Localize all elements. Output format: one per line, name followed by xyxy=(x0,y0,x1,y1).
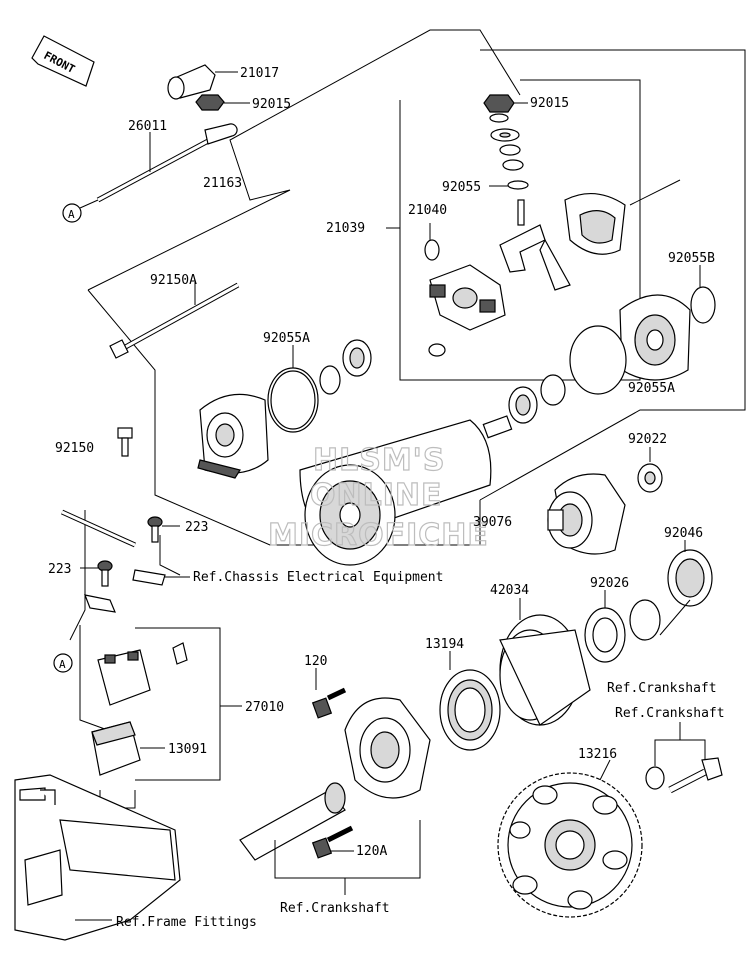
callout-a-bottom: A xyxy=(53,653,73,673)
part-labels: 21017 92015 26011 21163 92015 92055 2104… xyxy=(48,66,715,859)
label-13194: 13194 xyxy=(425,637,464,652)
callout-a-top: A xyxy=(62,199,99,223)
label-13216: 13216 xyxy=(578,747,617,762)
label-92055A-left: 92055A xyxy=(263,331,310,346)
assembly-frame-lines xyxy=(69,29,746,741)
terminal-bracket xyxy=(499,199,571,291)
starter-gear-13216 xyxy=(497,772,643,918)
watermark-line-1: HLSM'S xyxy=(313,443,445,478)
label-92055: 92055 xyxy=(442,180,481,195)
nut-92015-top xyxy=(195,94,225,111)
ref-crankshaft-upper: Ref.Crankshaft xyxy=(607,681,717,696)
label-21163: 21163 xyxy=(203,176,242,191)
callout-a-text: A xyxy=(59,658,66,671)
label-42034: 42034 xyxy=(490,583,529,598)
end-cover-left xyxy=(197,393,269,479)
watermark: HLSM'S ONLINE MICROFICHE xyxy=(267,442,489,553)
o-ring-92055A-right xyxy=(569,325,627,395)
label-92055A-right: 92055A xyxy=(628,381,675,396)
bolt-120 xyxy=(311,687,347,719)
label-21040: 21040 xyxy=(408,203,447,218)
label-92150: 92150 xyxy=(55,441,94,456)
mount-bracket xyxy=(84,594,116,613)
label-21039: 21039 xyxy=(326,221,365,236)
crank-bolt-right xyxy=(645,757,723,794)
washer-left xyxy=(319,365,341,395)
bolt-120A xyxy=(311,825,354,859)
needle-bearing-92046 xyxy=(667,549,713,607)
ref-chassis: Ref.Chassis Electrical Equipment xyxy=(193,570,443,585)
clutch-cover-42034 xyxy=(499,614,591,726)
screw-223-lower xyxy=(97,560,113,587)
crankshaft-shaft xyxy=(239,782,346,861)
end-cover-right xyxy=(564,192,626,255)
washer-stack-right xyxy=(483,94,529,190)
washer-right xyxy=(540,374,566,406)
through-bolt-92150A xyxy=(109,282,240,359)
label-92015-top: 92015 xyxy=(252,97,291,112)
label-92150A: 92150A xyxy=(150,273,197,288)
cable-26011 xyxy=(96,123,238,203)
clutch-hub xyxy=(344,697,431,799)
label-92015-right: 92015 xyxy=(530,96,569,111)
watermark-line-3: MICROFICHE xyxy=(268,518,489,553)
label-27010: 27010 xyxy=(245,700,284,715)
brush-holder-21039 xyxy=(429,264,506,331)
fuse xyxy=(172,642,188,665)
label-92055B: 92055B xyxy=(668,251,715,266)
reference-labels: Ref.Chassis Electrical Equipment Ref.Cra… xyxy=(116,570,725,930)
label-26011: 26011 xyxy=(128,119,167,134)
bushing xyxy=(629,599,661,641)
label-223-upper: 223 xyxy=(185,520,208,535)
idler-gear-39076 xyxy=(547,473,626,555)
ref-crankshaft-right: Ref.Crankshaft xyxy=(615,706,725,721)
ref-crankshaft-bottom: Ref.Crankshaft xyxy=(280,901,390,916)
label-92022: 92022 xyxy=(628,432,667,447)
starter-motor-body xyxy=(299,415,513,566)
clip xyxy=(132,569,166,586)
front-arrow-icon: FRONT xyxy=(31,35,95,87)
screw-223-upper xyxy=(147,516,163,543)
label-21017: 21017 xyxy=(240,66,279,81)
o-ring-92055B xyxy=(690,286,716,324)
label-120: 120 xyxy=(304,654,327,669)
ref-frame-fittings: Ref.Frame Fittings xyxy=(116,915,257,930)
callout-a-text: A xyxy=(68,208,75,221)
label-92026: 92026 xyxy=(590,576,629,591)
watermark-line-2: ONLINE xyxy=(310,478,443,513)
relay-cover-13091 xyxy=(91,721,141,776)
starter-relay-27010 xyxy=(97,649,151,706)
frame-fitting xyxy=(14,774,181,941)
label-39076: 39076 xyxy=(473,515,512,530)
label-13091: 13091 xyxy=(168,742,207,757)
terminal-cap-21017 xyxy=(167,64,216,100)
label-223-lower: 223 xyxy=(48,562,71,577)
wire-harness xyxy=(60,509,137,548)
label-92046: 92046 xyxy=(664,526,703,541)
rear-housing xyxy=(619,294,691,381)
label-120A: 120A xyxy=(356,844,387,859)
spring-21040 xyxy=(424,239,446,357)
one-way-clutch-13194 xyxy=(439,669,501,751)
bolt-92150 xyxy=(117,427,133,457)
